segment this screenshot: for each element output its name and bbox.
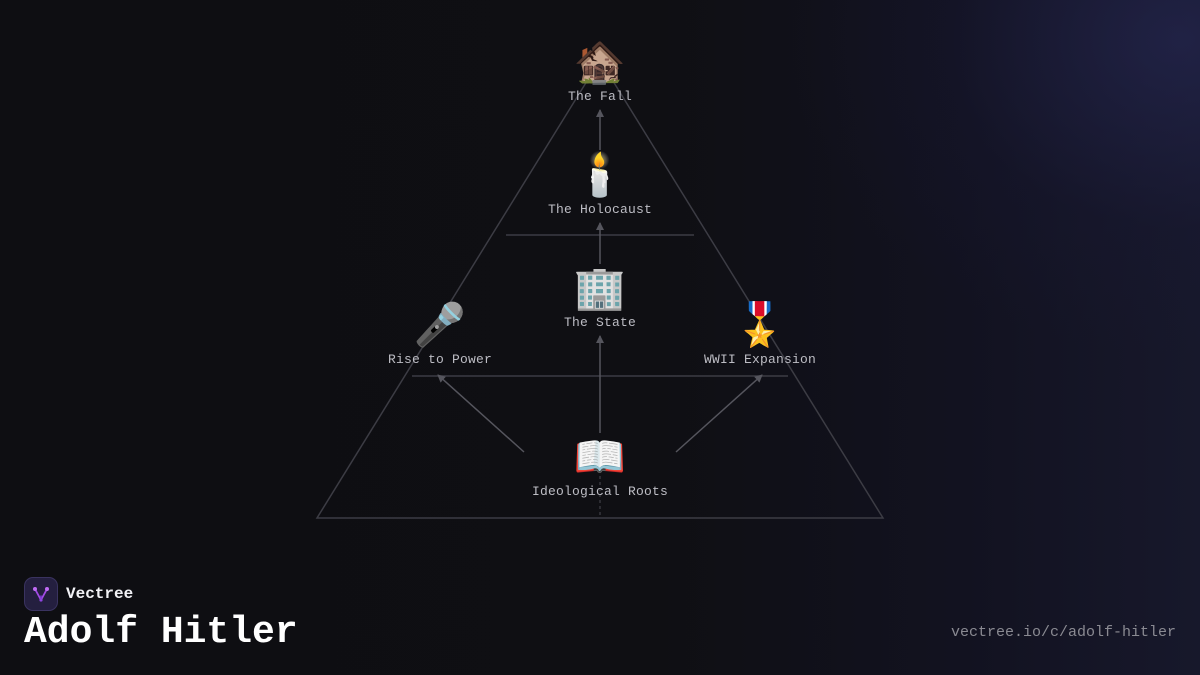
node-label: WWII Expansion [703,352,817,367]
military-medal-icon: 🎖️ [733,300,787,349]
node-the-holocaust[interactable]: 🕯️ The Holocaust [548,150,652,217]
node-label: The Holocaust [547,202,653,217]
open-book-icon: 📖 [573,432,627,481]
node-rise-to-power[interactable]: 🎤 Rise to Power [388,300,492,367]
candle-icon: 🕯️ [573,150,627,199]
brand-name: Vectree [66,585,134,603]
node-the-state[interactable]: 🏢 The State [564,263,636,330]
microphone-icon: 🎤 [413,300,467,349]
edge-roots-to-rise [437,374,525,453]
haunted-house-icon: 🏚️ [573,37,627,86]
node-wwii-expansion[interactable]: 🎖️ WWII Expansion [704,300,816,367]
pyramid-outline [315,58,885,519]
page-title: Adolf Hitler [24,611,298,654]
page-url[interactable]: vectree.io/c/adolf-hitler [950,624,1176,641]
node-label: The State [563,315,637,330]
node-label: Rise to Power [387,352,493,367]
office-building-icon: 🏢 [573,263,627,312]
edge-roots-to-wwii [675,374,763,453]
vectree-logo-icon [24,577,58,611]
node-label: Ideological Roots [531,484,669,499]
node-the-fall[interactable]: 🏚️ The Fall [568,37,632,104]
node-label: The Fall [567,89,633,104]
node-ideological-roots[interactable]: 📖 Ideological Roots [532,432,668,499]
brand[interactable]: Vectree [24,577,133,611]
